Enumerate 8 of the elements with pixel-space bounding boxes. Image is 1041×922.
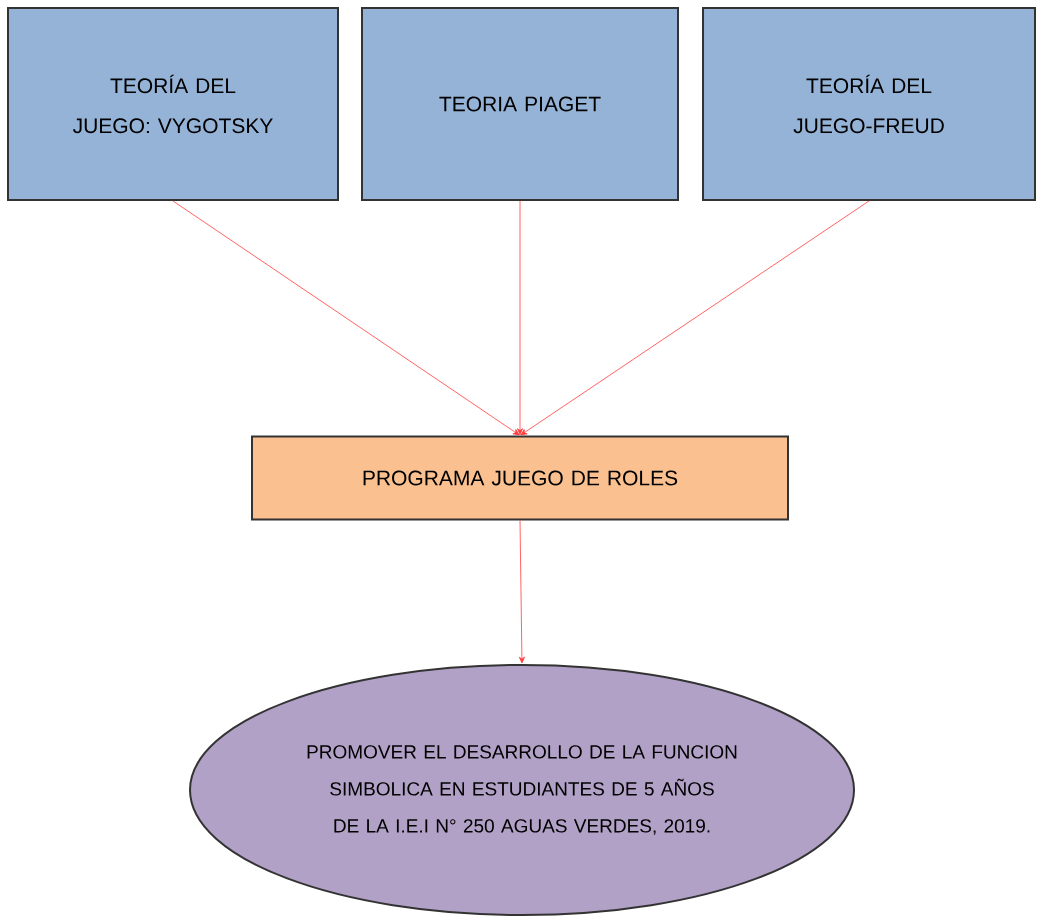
theory-box: TEORÍA DEL JUEGO: VYGOTSKY <box>7 7 339 201</box>
arrow <box>517 200 523 435</box>
theory-box: TEORIA PIAGET <box>361 7 679 201</box>
theory-box: TEORÍA DEL JUEGO-FREUD <box>702 7 1036 201</box>
arrow <box>172 200 520 436</box>
arrow <box>518 520 525 664</box>
arrow <box>520 200 870 436</box>
program-box: PROGRAMA JUEGO DE ROLES <box>251 435 789 521</box>
